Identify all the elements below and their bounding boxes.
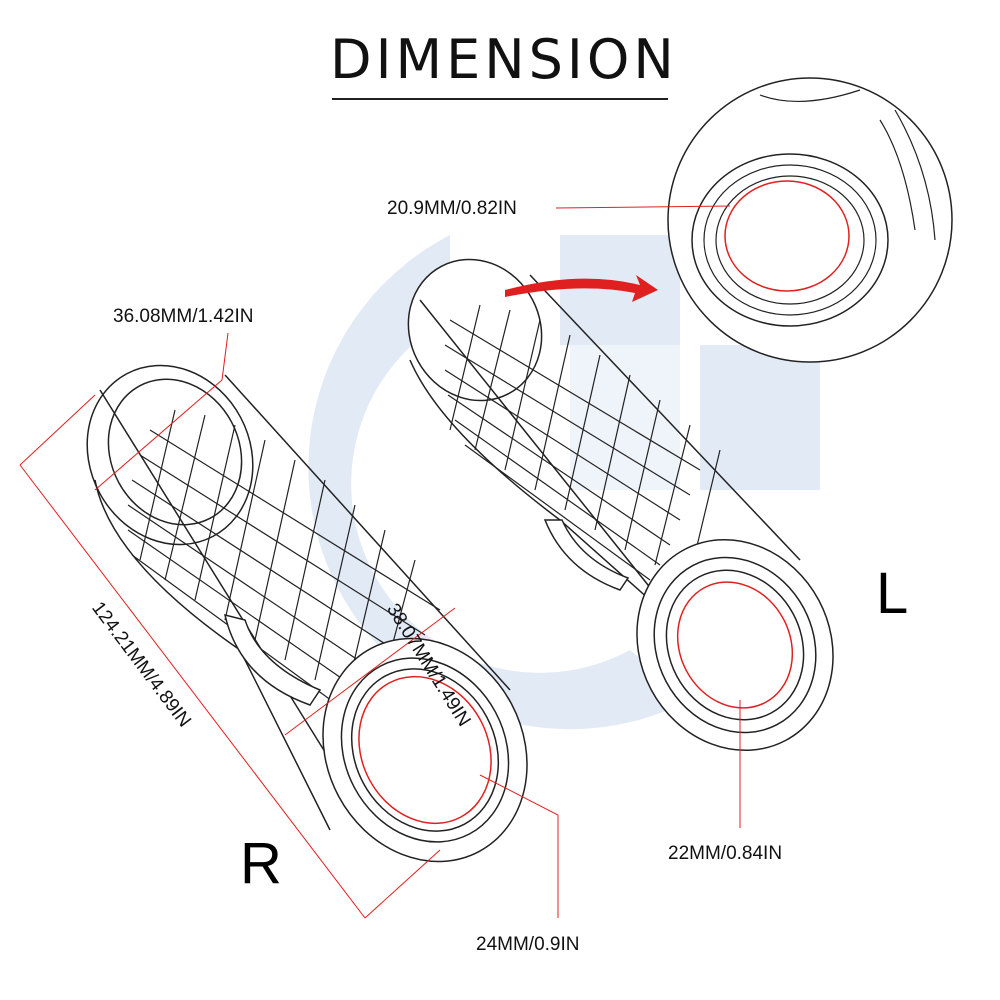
grip-left-texture [444, 304, 721, 581]
side-label-right: R [240, 831, 282, 896]
zoom-arrow [505, 275, 658, 302]
grip-right [86, 364, 528, 863]
detail-zoom [667, 77, 953, 363]
page-title: DIMENSION [330, 28, 678, 91]
title-underline [332, 98, 668, 100]
label-inner-diameter-detail: 20.9MM/0.82IN [387, 198, 517, 219]
grip-right-texture [127, 409, 441, 726]
side-label-left: L [876, 561, 909, 626]
label-end-diameter-right: 36.08MM/1.42IN [113, 306, 254, 327]
dimension-lines [19, 205, 741, 919]
label-inner-diameter-right: 24MM/0.9IN [476, 934, 580, 955]
label-inner-diameter-left: 22MM/0.84IN [668, 843, 783, 864]
